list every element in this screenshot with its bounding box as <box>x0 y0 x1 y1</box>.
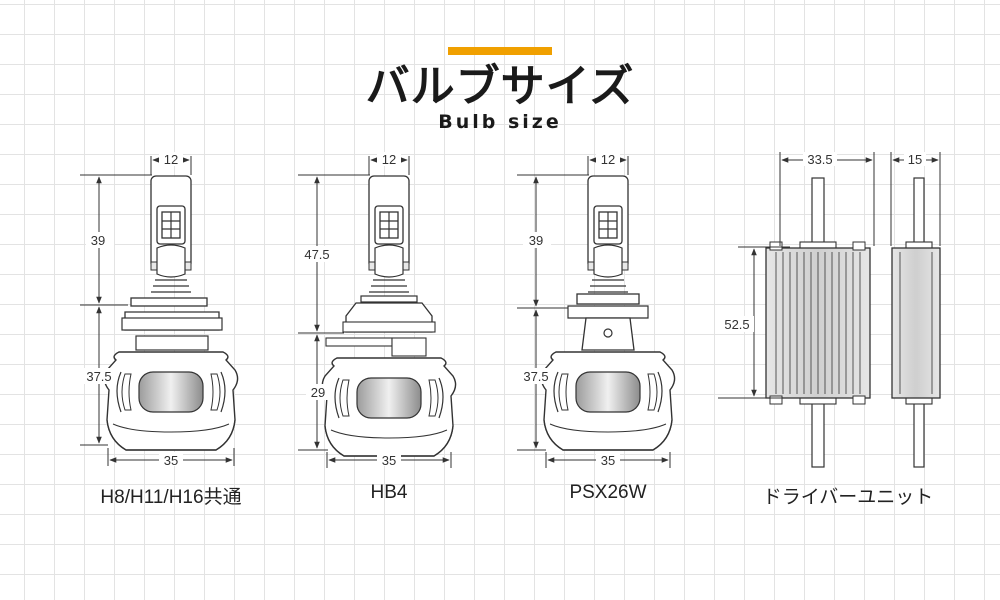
dim-base-width: 35 <box>601 453 615 468</box>
caption-driver-unit: ドライバーユニット <box>762 487 934 508</box>
dim-top-width: 12 <box>601 152 615 167</box>
bulb-psx26w <box>540 175 676 451</box>
bulb-h8-h11-h16 <box>103 175 239 451</box>
driver-unit-side <box>891 177 941 468</box>
dim-lower-height: 37.5 <box>86 369 111 384</box>
dim-base-width: 35 <box>164 453 178 468</box>
dims-driver-unit: 33.5 15 52.5 <box>718 152 941 399</box>
header: バルブサイズ Bulb size <box>0 0 1000 140</box>
dims-hb4: 12 47.5 29 35 <box>298 152 452 468</box>
dim-upper-height: 39 <box>91 233 105 248</box>
page-title: バルブサイズ <box>365 61 635 112</box>
dim-lower-height: 29 <box>311 385 325 400</box>
page-subtitle: Bulb size <box>438 111 562 133</box>
dim-height: 52.5 <box>724 317 749 332</box>
dim-base-width: 35 <box>382 453 396 468</box>
dim-lower-height: 37.5 <box>523 369 548 384</box>
bulb-hb4 <box>321 175 457 457</box>
dim-top-width: 12 <box>164 152 178 167</box>
caption-hb4: HB4 <box>370 482 408 503</box>
dim-side-width: 15 <box>908 152 922 167</box>
dims-psx26w: 12 39 37.5 35 <box>517 152 671 468</box>
dim-upper-height: 39 <box>529 233 543 248</box>
dim-front-width: 33.5 <box>807 152 832 167</box>
dims-h8-h11-h16: 12 39 37.5 35 <box>80 152 235 468</box>
caption-h8-h11-h16: H8/H11/H16共通 <box>100 487 242 508</box>
title-accent-bar <box>448 47 552 55</box>
dim-top-width: 12 <box>382 152 396 167</box>
driver-unit-front <box>765 177 871 468</box>
caption-psx26w: PSX26W <box>569 482 647 503</box>
dim-upper-height: 47.5 <box>304 247 329 262</box>
